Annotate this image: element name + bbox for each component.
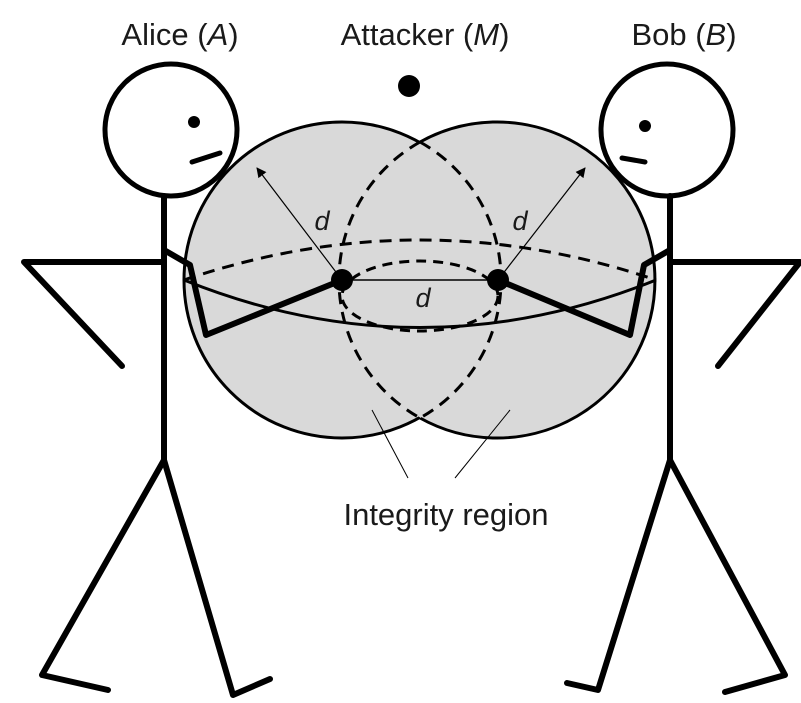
- alice-head: [102, 61, 240, 199]
- bob-head: [598, 61, 736, 199]
- alice-left-arm: [21, 259, 167, 369]
- alice-right-leg: [161, 457, 273, 698]
- alice-right-arm: [161, 247, 345, 338]
- equators: [183, 238, 657, 333]
- outer-equator-front: [183, 278, 657, 329]
- bob-radius-arrow: [497, 167, 586, 281]
- inner-intersection-ellipse: [340, 259, 500, 333]
- bob-figure: [495, 61, 801, 695]
- d-label-alice-radius: d: [314, 206, 330, 236]
- bob-right-arm: [667, 259, 801, 369]
- outer-equator-back: [183, 238, 657, 282]
- attacker-label: Attacker (M): [341, 17, 510, 52]
- alice-left-leg: [39, 457, 167, 693]
- integrity-region-label: Integrity region: [343, 497, 548, 532]
- alice-radius-arrow: [256, 167, 343, 281]
- region-pointer-right: [454, 409, 511, 479]
- bob-eye: [639, 120, 651, 132]
- alice-figure: [21, 61, 345, 698]
- bob-mouth: [619, 155, 648, 165]
- bob-label: Bob (B): [631, 17, 736, 52]
- d-label-between-centers: d: [415, 283, 431, 313]
- region-pointer-left: [371, 409, 409, 479]
- alice-label: Alice (A): [121, 17, 238, 52]
- alice-eye: [188, 116, 200, 128]
- alice-mouth: [189, 150, 223, 165]
- bob-left-leg: [564, 457, 673, 693]
- bob-right-leg: [667, 457, 788, 695]
- d-label-bob-radius: d: [512, 206, 528, 236]
- attacker-dot: [398, 75, 420, 97]
- bob-left-arm: [495, 247, 673, 338]
